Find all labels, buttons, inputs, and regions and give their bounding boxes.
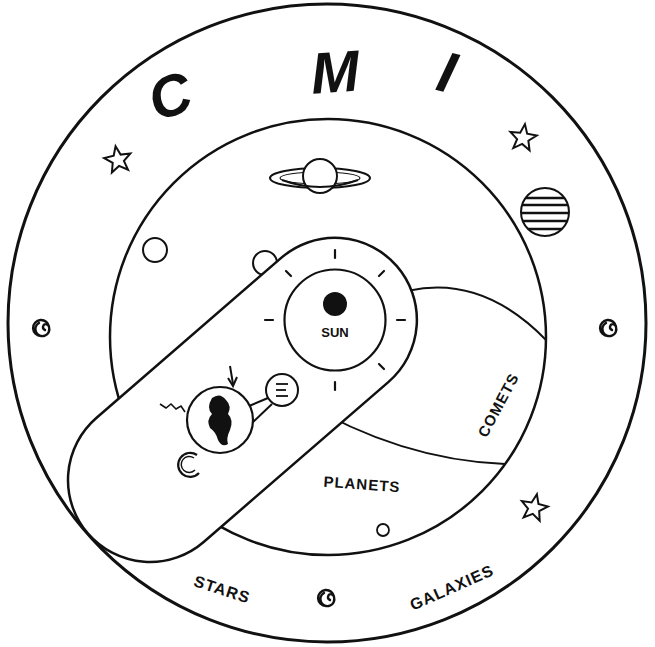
sun-outline: [283, 268, 387, 372]
region-label: PLANETS: [323, 474, 401, 494]
galaxy-symbol: [600, 320, 616, 336]
logo-letter: I: [432, 42, 462, 102]
sun-circle: SUN: [283, 268, 387, 372]
earth-system: [160, 366, 298, 477]
moon-circle: [143, 238, 167, 262]
outer-ring: [8, 4, 646, 642]
saturn-planet: [270, 159, 370, 193]
logo-letter: M: [309, 41, 361, 102]
capsule-band: [34, 204, 450, 595]
star-symbol: [519, 492, 550, 522]
star-symbol: [508, 122, 538, 151]
node-label: SUN: [283, 326, 387, 339]
star-symbol: [102, 144, 133, 174]
sun-rays: [265, 250, 405, 390]
logo-letter: C: [141, 62, 199, 130]
galaxy-symbol: [318, 590, 334, 606]
region-label: COMETS: [475, 370, 521, 439]
region-label: STARS: [192, 573, 252, 606]
striped-planet: [515, 188, 575, 236]
region-label: GALAXIES: [408, 562, 497, 613]
small-planet: [377, 524, 389, 536]
galaxy-symbol: [33, 320, 49, 336]
